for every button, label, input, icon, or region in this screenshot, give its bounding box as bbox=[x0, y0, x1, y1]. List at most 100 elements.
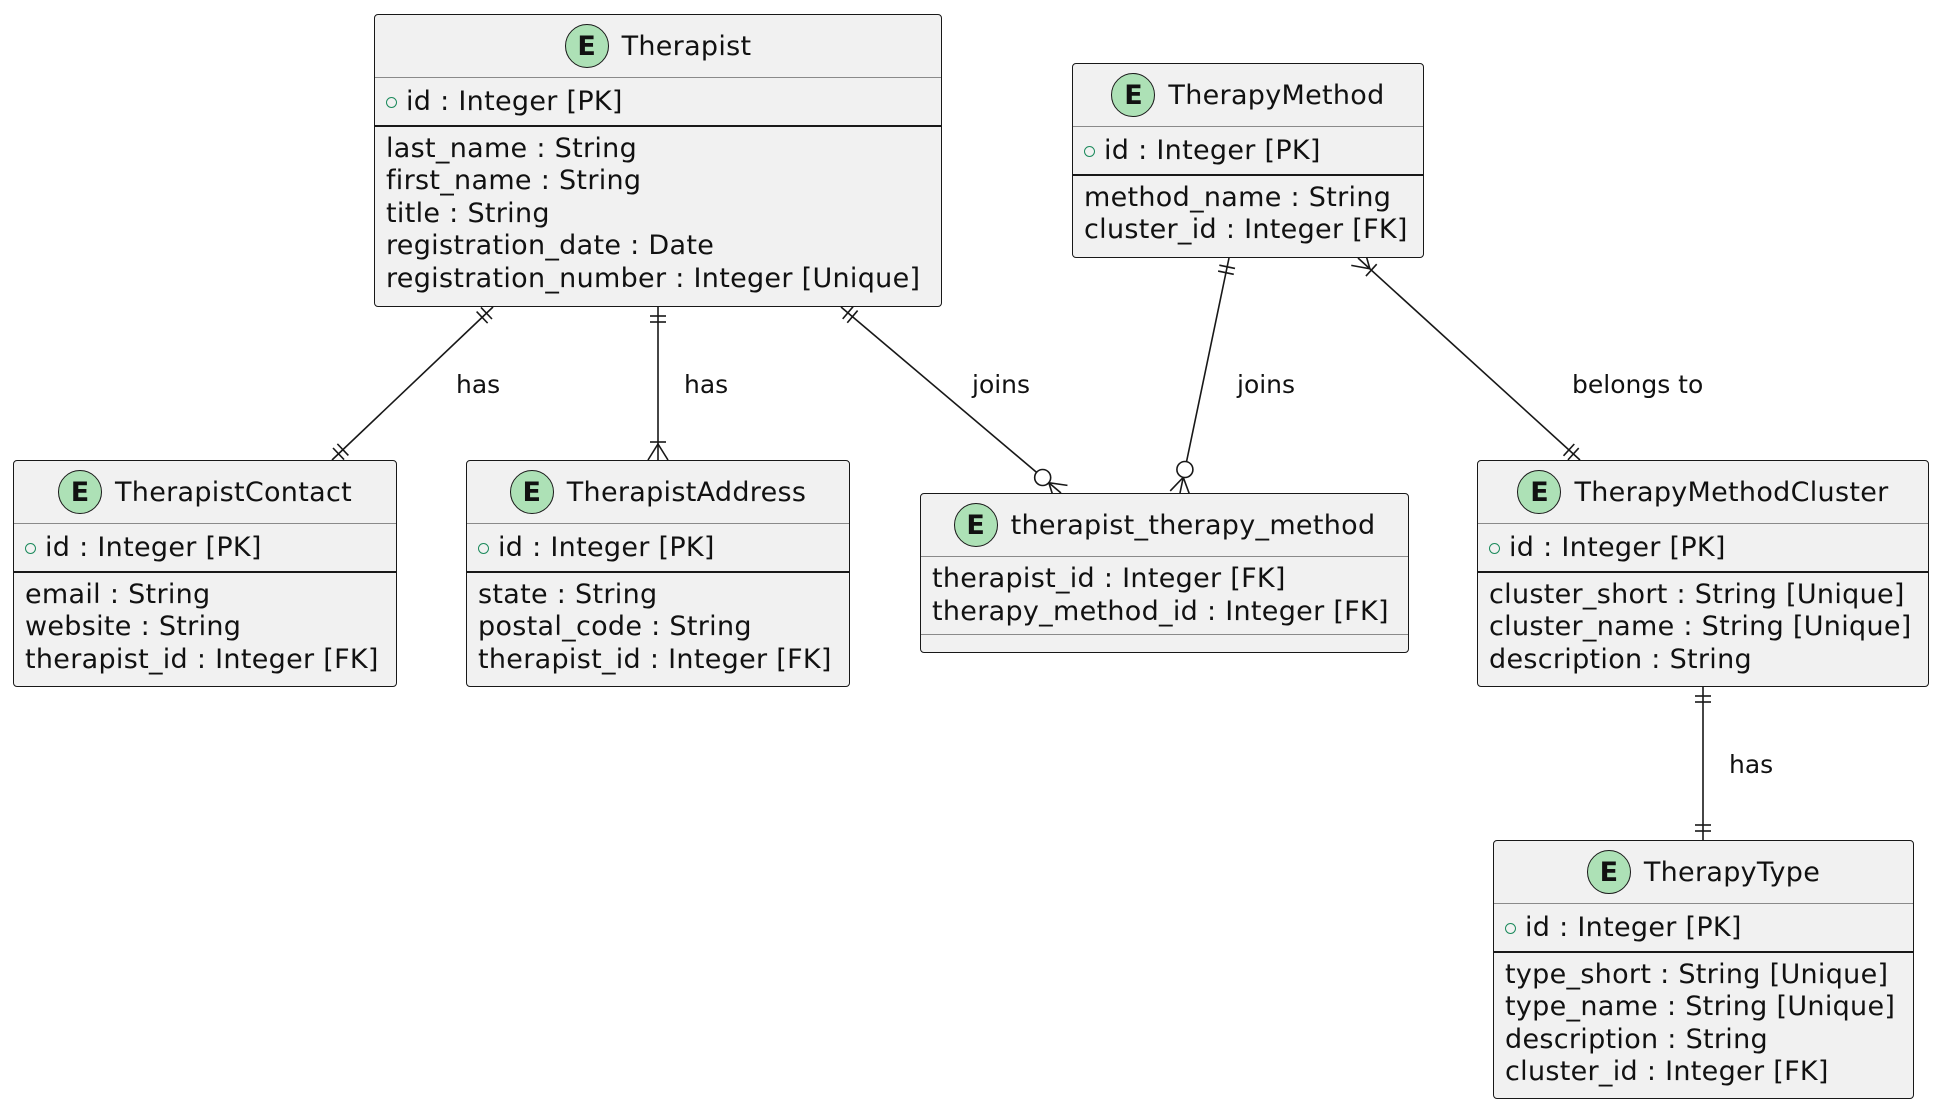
entity-e-icon: E bbox=[564, 24, 609, 68]
entity-header: E TherapyMethod bbox=[1073, 64, 1423, 127]
pk-marker-icon bbox=[25, 542, 36, 554]
exactly-one-marker bbox=[332, 447, 345, 461]
pk-row: id : Integer [PK] bbox=[386, 86, 930, 119]
zero-or-many-marker bbox=[1176, 460, 1194, 479]
pk-row: id : Integer [PK] bbox=[1505, 912, 1902, 945]
attribute-row: therapist_id : Integer [FK] bbox=[478, 643, 832, 675]
entity-e-icon: E bbox=[953, 503, 998, 547]
attribute-row: registration_date : Date bbox=[386, 230, 715, 261]
relationship-label: belongs to bbox=[1572, 370, 1703, 399]
attribute-row: registration_number : Integer [Unique] bbox=[386, 262, 921, 294]
entity-e-icon: E bbox=[57, 470, 102, 514]
relationship-line bbox=[331, 306, 494, 461]
entity-name: therapist_therapy_method bbox=[1010, 509, 1376, 541]
pk-row: id : Integer [PK] bbox=[1084, 135, 1412, 168]
pk-marker-icon bbox=[478, 542, 489, 554]
exactly-one-marker bbox=[842, 306, 854, 320]
attribute-row: description : String bbox=[1505, 1023, 1768, 1055]
attribute-row: cluster_short : String [Unique] bbox=[1489, 578, 1905, 610]
entity-therapy-type[interactable]: E TherapyType id : Integer [PK] type_sho… bbox=[1493, 840, 1914, 1099]
entity-e-icon: E bbox=[1586, 850, 1631, 894]
entity-name: TherapyMethodCluster bbox=[1574, 476, 1889, 508]
relationship-label: has bbox=[1729, 750, 1773, 779]
entity-header: E Therapist bbox=[375, 15, 941, 78]
exactly-one-marker bbox=[1562, 443, 1575, 457]
attribute-row: title : String bbox=[386, 197, 550, 229]
exactly-one-marker bbox=[476, 310, 489, 324]
relationship-line bbox=[1357, 257, 1581, 461]
pk-row: id : Integer [PK] bbox=[1489, 532, 1917, 565]
attribute-row: last_name : String bbox=[386, 132, 638, 164]
entity-name: TherapyType bbox=[1643, 856, 1821, 888]
pk-marker-icon bbox=[1489, 542, 1500, 554]
attribute-section: email : String website : String therapis… bbox=[14, 573, 396, 683]
primary-key-section: id : Integer [PK] bbox=[375, 78, 941, 127]
attribute-section: type_short : String [Unique] type_name :… bbox=[1494, 953, 1913, 1095]
attribute-row: first_name : String bbox=[386, 165, 642, 196]
primary-key-section: id : Integer [PK] bbox=[1478, 524, 1928, 573]
relationship-line bbox=[840, 306, 1062, 494]
pk-text: id : Integer [PK] bbox=[1104, 135, 1321, 166]
attribute-section: cluster_short : String [Unique] cluster_… bbox=[1478, 573, 1928, 683]
entity-header: E TherapistContact bbox=[14, 461, 396, 524]
entity-therapy-method[interactable]: E TherapyMethod id : Integer [PK] method… bbox=[1072, 63, 1424, 258]
entity-header: E TherapyType bbox=[1494, 841, 1913, 904]
attribute-row: cluster_id : Integer [FK] bbox=[1505, 1056, 1829, 1087]
primary-key-section: id : Integer [PK] bbox=[14, 524, 396, 573]
attribute-row: website : String bbox=[25, 611, 242, 642]
attribute-row: therapist_id : Integer [FK] bbox=[932, 563, 1286, 594]
attribute-row: state : String bbox=[478, 578, 658, 610]
entity-header: E TherapyMethodCluster bbox=[1478, 461, 1928, 524]
entity-therapist-address[interactable]: E TherapistAddress id : Integer [PK] sta… bbox=[466, 460, 850, 687]
attribute-section: method_name : String cluster_id : Intege… bbox=[1073, 176, 1423, 253]
relationship-label: has bbox=[684, 370, 728, 399]
pk-text: id : Integer [PK] bbox=[1525, 912, 1742, 943]
attribute-row: type_short : String [Unique] bbox=[1505, 958, 1889, 990]
exactly-one-marker bbox=[846, 310, 859, 324]
entity-therapy-method-cluster[interactable]: E TherapyMethodCluster id : Integer [PK]… bbox=[1477, 460, 1929, 687]
attribute-row: description : String bbox=[1489, 643, 1752, 675]
entity-therapist-contact[interactable]: E TherapistContact id : Integer [PK] ema… bbox=[13, 460, 397, 687]
exactly-one-marker bbox=[336, 443, 349, 457]
attribute-row: cluster_id : Integer [FK] bbox=[1084, 214, 1408, 245]
relationship-label: has bbox=[456, 370, 500, 399]
attribute-row: type_name : String [Unique] bbox=[1505, 991, 1896, 1022]
relationship-line bbox=[1179, 257, 1230, 494]
entity-therapist-therapy-method[interactable]: E therapist_therapy_method therapist_id … bbox=[920, 493, 1409, 653]
method-section bbox=[921, 634, 1408, 651]
primary-key-section: id : Integer [PK] bbox=[467, 524, 849, 573]
pk-text: id : Integer [PK] bbox=[498, 532, 715, 563]
attribute-row: therapy_method_id : Integer [FK] bbox=[932, 595, 1389, 627]
entity-name: TherapyMethod bbox=[1168, 79, 1385, 111]
one-or-many-marker bbox=[647, 442, 669, 461]
attribute-row: cluster_name : String [Unique] bbox=[1489, 611, 1912, 642]
attribute-section: state : String postal_code : String ther… bbox=[467, 573, 849, 683]
pk-text: id : Integer [PK] bbox=[1509, 532, 1726, 563]
pk-row: id : Integer [PK] bbox=[25, 532, 385, 565]
exactly-one-marker bbox=[1567, 447, 1580, 461]
primary-key-section: id : Integer [PK] bbox=[1073, 127, 1423, 176]
attribute-section: therapist_id : Integer [FK] therapy_meth… bbox=[921, 557, 1408, 634]
attribute-row: therapist_id : Integer [FK] bbox=[25, 643, 379, 675]
entity-name: Therapist bbox=[621, 30, 752, 62]
pk-marker-icon bbox=[1084, 145, 1095, 157]
relationship-label: joins bbox=[971, 370, 1030, 399]
primary-key-section: id : Integer [PK] bbox=[1494, 904, 1913, 953]
one-or-many-marker bbox=[1365, 263, 1378, 277]
zero-or-many-marker bbox=[1033, 468, 1052, 487]
entity-name: TherapistContact bbox=[114, 476, 352, 508]
attribute-row: method_name : String bbox=[1084, 181, 1392, 213]
entity-e-icon: E bbox=[509, 470, 554, 514]
entity-e-icon: E bbox=[1111, 73, 1156, 117]
exactly-one-marker bbox=[480, 306, 493, 320]
attribute-section: last_name : String first_name : String t… bbox=[375, 127, 941, 302]
entity-therapist[interactable]: E Therapist id : Integer [PK] last_name … bbox=[374, 14, 942, 307]
entity-e-icon: E bbox=[1517, 470, 1562, 514]
pk-row: id : Integer [PK] bbox=[478, 532, 838, 565]
relationship-label: joins bbox=[1236, 370, 1295, 399]
entity-header: E therapist_therapy_method bbox=[921, 494, 1408, 557]
attribute-row: email : String bbox=[25, 578, 211, 610]
exactly-one-marker bbox=[1217, 270, 1234, 276]
exactly-one-marker bbox=[1219, 264, 1236, 270]
